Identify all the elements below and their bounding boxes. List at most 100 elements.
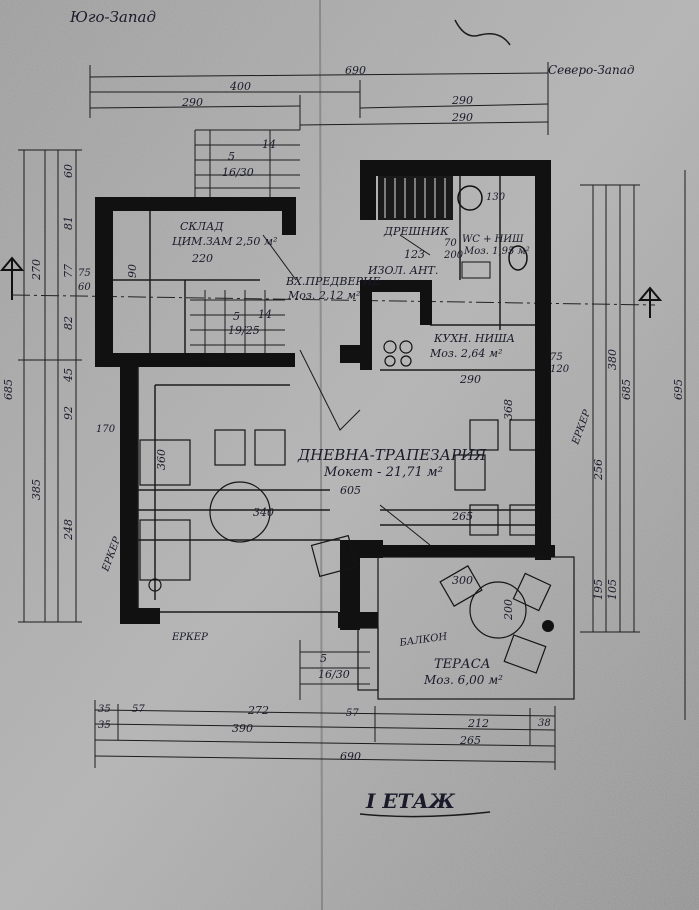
terrace-outline xyxy=(357,556,575,700)
room-wc-detail: Моз. 1,95 м² xyxy=(463,246,530,257)
dim-bottom-212: 212 xyxy=(467,717,489,730)
room-living-detail: Мокет - 21,71 м² xyxy=(323,465,443,480)
room-terrace-name: ТЕРАСА xyxy=(434,657,491,672)
dim-bottom-57a: 57 xyxy=(132,704,145,715)
wc-basin xyxy=(457,185,483,211)
dim-left-385: 385 xyxy=(30,479,43,500)
room-storage-detail: ЦИМ.ЗАМ 2,50 м² xyxy=(172,235,277,248)
dim-left-685: 685 xyxy=(2,379,15,400)
dim-left-92: 92 xyxy=(62,406,75,420)
orientation-southwest: Юго-Запад xyxy=(69,8,156,26)
dim-bottom-690: 690 xyxy=(340,750,361,763)
dim-top-total: 690 xyxy=(345,64,366,77)
dim-bottom-57b: 57 xyxy=(346,708,359,719)
right-dimensions xyxy=(580,170,686,720)
dim-bottom-265: 265 xyxy=(459,734,481,747)
room-entrance-detail: Моз. 2,12 м² xyxy=(287,289,360,302)
wc-shower xyxy=(461,261,491,279)
dim-bottom-35a: 35 xyxy=(98,704,111,715)
interior-partitions xyxy=(113,176,535,613)
room-wc-name: WC + НИШ xyxy=(462,234,524,245)
dim-inner-265: 265 xyxy=(451,510,473,523)
dim-inner-90: 90 xyxy=(126,264,139,278)
door-swings xyxy=(262,234,431,546)
dim-inner-300: 300 xyxy=(452,574,473,587)
dim-inner-360: 360 xyxy=(155,449,168,470)
room-bay-bottom: ЕРКЕР xyxy=(171,632,208,643)
room-kitchen-detail: Моз. 2,64 м² xyxy=(429,347,502,360)
room-kitchen-name: КУХН. НИША xyxy=(433,332,515,345)
dim-inner-220: 220 xyxy=(191,252,213,265)
stairs-mid-size: 19/25 xyxy=(228,324,260,337)
dim-left-45: 45 xyxy=(62,368,75,383)
dim-right-685: 685 xyxy=(620,379,633,400)
dim-right-105: 105 xyxy=(606,579,619,600)
exterior-walls xyxy=(95,160,555,630)
left-dimensions xyxy=(18,149,82,623)
dim-right-195: 195 xyxy=(592,579,605,600)
dim-bottom-35b: 35 xyxy=(98,720,111,731)
dim-left-60: 60 xyxy=(62,164,75,178)
kitchen-stove-icon xyxy=(383,340,413,367)
section-marker-right xyxy=(637,286,663,318)
stairs-bottom-count: 5 xyxy=(320,652,327,665)
dim-bottom-272: 272 xyxy=(247,704,269,717)
dim-inner-120: 120 xyxy=(550,364,570,375)
dim-inner-170: 170 xyxy=(96,424,116,435)
dim-right-256: 256 xyxy=(592,459,605,481)
room-storage-name: СКЛАД xyxy=(180,220,224,233)
wc-toilet xyxy=(508,245,528,271)
dim-top-290c: 290 xyxy=(451,111,473,124)
dim-bottom-390: 390 xyxy=(232,722,253,735)
dim-inner-200: 200 xyxy=(502,599,515,621)
paper-fold xyxy=(319,0,323,910)
dim-top-290b: 290 xyxy=(451,94,473,107)
stairs-mid xyxy=(190,290,285,353)
floor-title: I ЕТАЖ xyxy=(365,789,456,813)
room-terrace-detail: Моз. 6,00 м² xyxy=(423,673,503,687)
dim-inner-605: 605 xyxy=(340,484,361,497)
dim-right-695: 695 xyxy=(672,379,685,400)
dim-inner-75a: 75 xyxy=(78,268,91,279)
bottom-dimensions xyxy=(94,700,556,770)
dim-inner-290: 290 xyxy=(459,373,481,386)
top-dimensions xyxy=(89,62,549,135)
stairs-bottom-size: 16/30 xyxy=(318,668,350,681)
dim-inner-130: 130 xyxy=(486,192,506,203)
orientation-squiggle xyxy=(454,19,511,46)
terrace-column xyxy=(542,620,554,632)
floor-title-underline xyxy=(359,811,491,818)
dim-left-82: 82 xyxy=(62,316,75,330)
dim-top-290a: 290 xyxy=(181,96,203,109)
dim-top-400: 400 xyxy=(229,80,251,93)
stairs-mid-count: 14 xyxy=(258,308,272,321)
dim-inner-123: 123 xyxy=(404,248,425,261)
dim-inner-60: 60 xyxy=(78,282,91,293)
dim-inner-340: 340 xyxy=(253,506,274,519)
dim-right-380: 380 xyxy=(606,349,619,370)
room-living-name: ДНЕВНА-ТРАПЕЗАРИЯ xyxy=(297,446,487,464)
dim-left-248: 248 xyxy=(62,519,75,541)
stairs-top-count: 14 xyxy=(262,138,276,151)
stairs-top-steps: 5 xyxy=(228,150,235,163)
dim-left-270: 270 xyxy=(30,259,43,281)
dim-inner-368: 368 xyxy=(502,399,515,420)
dim-bottom-38: 38 xyxy=(538,718,551,729)
stairs-top-size: 16/30 xyxy=(222,166,254,179)
dim-inner-75b: 75 xyxy=(550,352,563,363)
dim-inner-200b: 200 xyxy=(443,250,464,261)
stairs-mid-steps: 5 xyxy=(233,310,240,323)
living-furniture xyxy=(139,419,539,592)
orientation-northwest: Северо-Запад xyxy=(548,63,635,77)
dim-left-77: 77 xyxy=(62,264,75,278)
pantry-shelving xyxy=(378,176,453,220)
room-pantry-name: ДРЕШНИК xyxy=(383,225,449,238)
section-marker-left xyxy=(0,256,25,300)
dim-inner-70: 70 xyxy=(444,238,457,249)
room-insulation-name: ИЗОЛ. АНТ. xyxy=(367,264,438,277)
room-entrance-name: ВХ.ПРЕДВЕРИЕ xyxy=(285,275,381,288)
stairs-top xyxy=(194,129,300,197)
dim-left-81: 81 xyxy=(62,216,75,230)
